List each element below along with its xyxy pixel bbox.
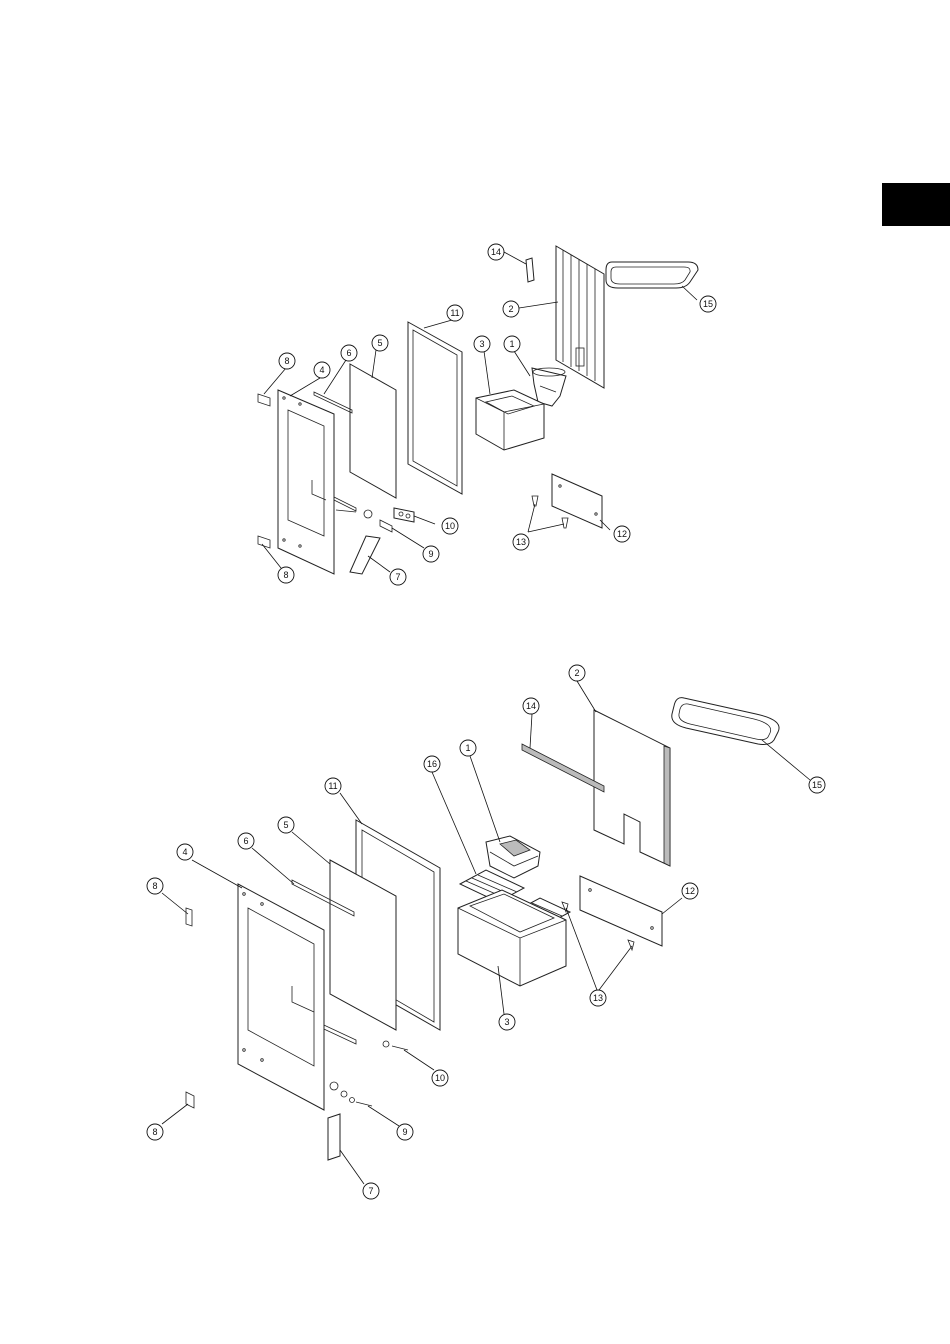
part-11-frame	[408, 322, 462, 494]
callout-5: 5	[372, 335, 388, 351]
callout-2: 2	[503, 301, 519, 317]
part-4-door-large	[238, 884, 324, 1110]
callout-3-b: 3	[499, 1014, 515, 1030]
part-14-hook	[526, 258, 534, 282]
callout-1: 1	[504, 336, 520, 352]
callout-12: 12	[614, 526, 630, 542]
svg-text:7: 7	[368, 1186, 373, 1196]
callout-14-b: 14	[523, 698, 539, 714]
part-7-handle	[350, 536, 380, 574]
callout-3: 3	[474, 336, 490, 352]
callout-10: 10	[442, 518, 458, 534]
part-9-handle-parts-large	[330, 1082, 372, 1106]
callout-6-b: 6	[238, 833, 254, 849]
diagram-top: 14 2 15 1 3 11 5 6 4 8 8 10 9 7 12 13	[258, 244, 716, 585]
part-12-plate-large	[580, 876, 662, 946]
part-4-door	[278, 390, 334, 574]
callout-7: 7	[390, 569, 406, 585]
callout-14: 14	[488, 244, 504, 260]
callout-9: 9	[423, 546, 439, 562]
svg-text:4: 4	[182, 847, 187, 857]
svg-text:5: 5	[377, 338, 382, 348]
callout-10-b: 10	[432, 1070, 448, 1086]
callout-6: 6	[341, 345, 357, 361]
svg-text:8: 8	[152, 1127, 157, 1137]
svg-text:7: 7	[395, 572, 400, 582]
callout-8-b-upper: 8	[147, 878, 163, 894]
part-15-gasket-large	[672, 698, 779, 745]
callout-8-lower: 8	[278, 567, 294, 583]
svg-text:3: 3	[504, 1017, 509, 1027]
part-2-back-panel	[594, 710, 670, 866]
part-10-latch	[394, 508, 414, 522]
svg-text:10: 10	[445, 521, 455, 531]
callout-11: 11	[447, 305, 463, 321]
svg-text:8: 8	[283, 570, 288, 580]
svg-text:16: 16	[427, 759, 437, 769]
part-12-plate	[552, 474, 602, 528]
svg-text:8: 8	[152, 881, 157, 891]
part-14-strip	[522, 744, 604, 792]
svg-text:9: 9	[428, 549, 433, 559]
svg-text:1: 1	[509, 339, 514, 349]
svg-text:6: 6	[346, 348, 351, 358]
svg-text:2: 2	[574, 668, 579, 678]
part-3-tray	[476, 390, 544, 450]
callout-1-b: 1	[460, 740, 476, 756]
svg-text:11: 11	[450, 308, 459, 318]
callout-8-upper: 8	[279, 353, 295, 369]
svg-text:15: 15	[703, 299, 713, 309]
part-8-hinges-large	[186, 908, 194, 1108]
svg-text:14: 14	[491, 247, 501, 257]
callout-4-b: 4	[177, 844, 193, 860]
svg-text:4: 4	[319, 365, 324, 375]
svg-text:12: 12	[685, 886, 695, 896]
part-8-hinges	[258, 394, 270, 548]
diagram-bottom: 2 14 15 1 16 11 5 6 4 8 8 12 13 3 10 9 7	[147, 665, 825, 1199]
callout-13-b: 13	[590, 990, 606, 1006]
svg-text:8: 8	[284, 356, 289, 366]
svg-text:9: 9	[402, 1127, 407, 1137]
callout-8-b-lower: 8	[147, 1124, 163, 1140]
svg-text:5: 5	[283, 820, 288, 830]
svg-text:6: 6	[243, 836, 248, 846]
callout-7-b: 7	[363, 1183, 379, 1199]
part-7-handle-large	[328, 1114, 340, 1160]
svg-text:13: 13	[593, 993, 603, 1003]
part-5-glass	[350, 364, 396, 498]
callout-4: 4	[314, 362, 330, 378]
svg-text:2: 2	[508, 304, 513, 314]
svg-text:10: 10	[435, 1073, 445, 1083]
svg-text:13: 13	[516, 537, 526, 547]
callout-2-b: 2	[569, 665, 585, 681]
svg-text:3: 3	[479, 339, 484, 349]
part-1-drip-block	[486, 836, 540, 878]
svg-text:14: 14	[526, 701, 536, 711]
part-9-handle-parts	[336, 510, 392, 532]
callout-15-b: 15	[809, 777, 825, 793]
callout-15: 15	[700, 296, 716, 312]
part-10-screw-large	[383, 1041, 408, 1050]
svg-text:11: 11	[328, 781, 337, 791]
callout-9-b: 9	[397, 1124, 413, 1140]
part-15-gasket	[606, 262, 698, 288]
callout-13: 13	[513, 534, 529, 550]
callout-16-b: 16	[424, 756, 440, 772]
svg-text:12: 12	[617, 529, 627, 539]
svg-text:1: 1	[465, 743, 470, 753]
callout-12-b: 12	[682, 883, 698, 899]
part-2-ribbed-panel	[556, 246, 604, 388]
callout-11-b: 11	[325, 778, 341, 794]
callout-5-b: 5	[278, 817, 294, 833]
svg-text:15: 15	[812, 780, 822, 790]
